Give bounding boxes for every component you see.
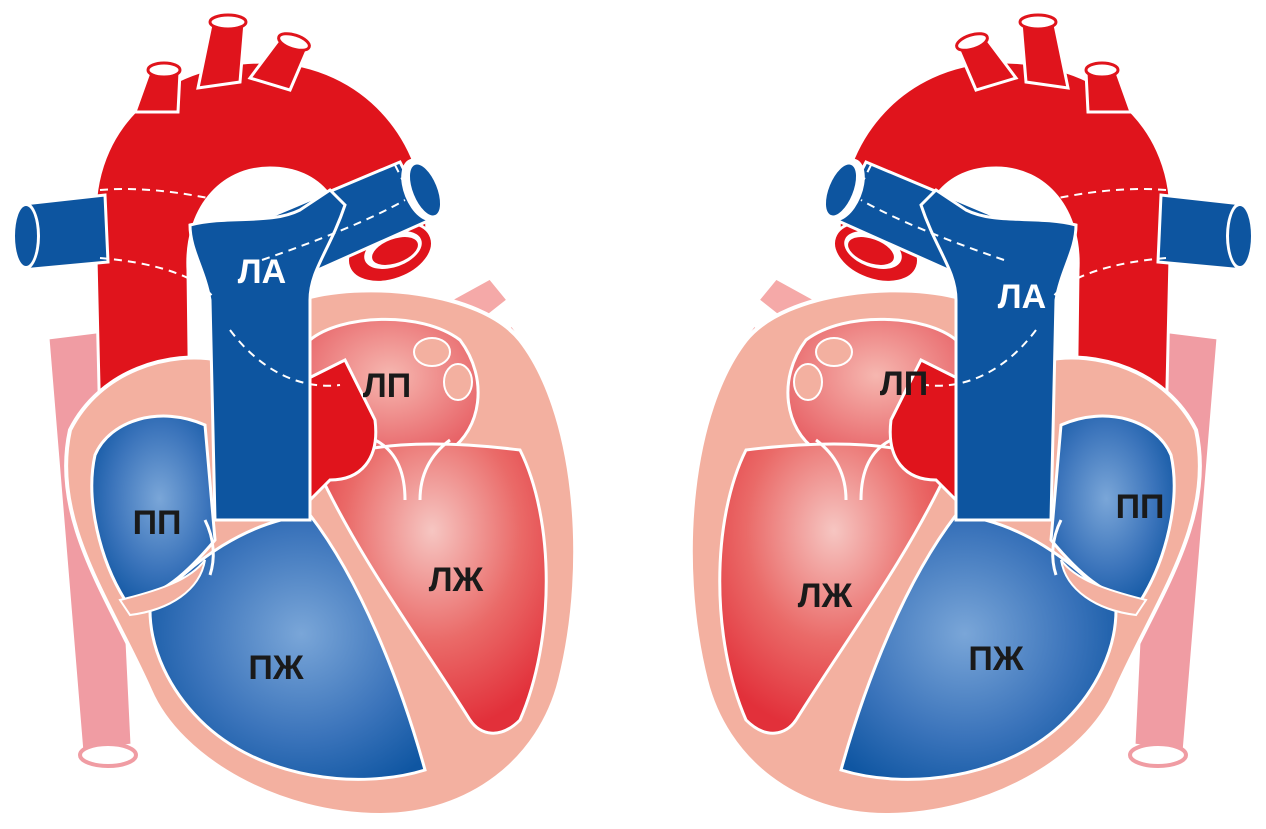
right-heart-pulmonary-artery-label: ЛА [998, 278, 1046, 316]
right-heart-right-ventricle-label: ПЖ [968, 640, 1023, 678]
right-heart-right-atrium-label: ПП [1116, 488, 1165, 526]
right-heart-left-atrium-label: ЛП [880, 365, 928, 403]
left-heart-right-ventricle-label: ПЖ [248, 649, 303, 687]
left-heart-left-atrium-label: ЛП [363, 367, 411, 405]
heart-right: ЛА ЛП ПП ЛЖ ПЖ [691, 15, 1258, 815]
left-heart-pulmonary-artery-label: ЛА [238, 253, 286, 291]
right-heart-left-ventricle-label: ЛЖ [798, 577, 853, 615]
left-heart-right-atrium-label: ПП [133, 504, 182, 542]
heart-left: ЛА ЛП ПП ЛЖ ПЖ [8, 15, 575, 815]
left-heart-left-ventricle-label: ЛЖ [429, 561, 484, 599]
